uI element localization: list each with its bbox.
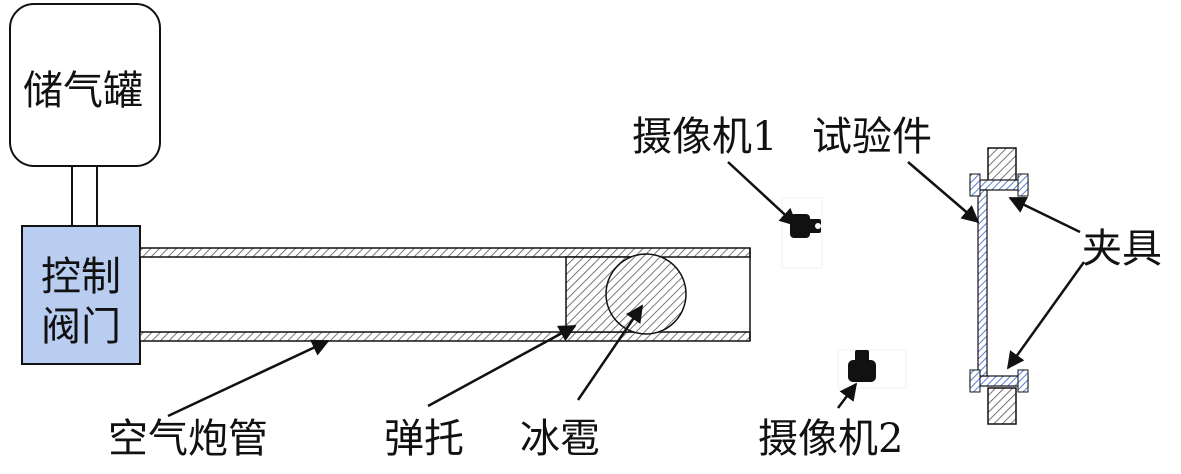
camera-1-icon xyxy=(781,197,823,269)
gun-tube-label: 空气炮管 xyxy=(108,416,268,462)
upper-left-bolt xyxy=(969,173,981,197)
lower-right-bolt xyxy=(1017,369,1029,393)
lower-clamp-block xyxy=(987,387,1017,425)
camera-1-label: 摄像机1 xyxy=(632,114,777,160)
specimen-label: 试验件 xyxy=(812,114,932,160)
leader-arrows xyxy=(167,161,1086,418)
arrow-sabot xyxy=(427,324,577,408)
arrow-specimen xyxy=(907,161,980,224)
tank-label: 储气罐 xyxy=(23,68,143,114)
arrow-clamp-upper xyxy=(1008,196,1081,234)
sabot-label: 弹托 xyxy=(384,416,464,462)
arrow-hailstone xyxy=(576,304,644,401)
camera-2-label: 摄像机2 xyxy=(758,416,903,462)
valve-label-line1: 控制 xyxy=(41,254,121,300)
arrow-gun-tube xyxy=(167,339,330,418)
clamp-label: 夹具 xyxy=(1082,226,1162,272)
arrow-camera-1 xyxy=(727,161,798,227)
hailstone xyxy=(605,253,687,335)
upper-clamp-block xyxy=(987,147,1017,185)
hailstone-label: 冰雹 xyxy=(520,416,600,462)
tank-connector-pipe xyxy=(71,165,98,227)
camera-2-icon xyxy=(837,349,907,389)
test-specimen-plate xyxy=(977,189,988,377)
fixture-assembly xyxy=(969,147,1029,425)
valve-label-line2: 阀门 xyxy=(41,304,121,350)
lower-left-bolt xyxy=(969,369,981,393)
upper-right-bolt xyxy=(1017,173,1029,197)
gas-tank: 储气罐 xyxy=(9,3,161,167)
arrow-clamp-lower xyxy=(1006,261,1086,370)
control-valve: 控制 阀门 xyxy=(21,225,141,365)
air-gun-tube xyxy=(139,247,751,342)
arrow-camera-2 xyxy=(837,382,858,409)
